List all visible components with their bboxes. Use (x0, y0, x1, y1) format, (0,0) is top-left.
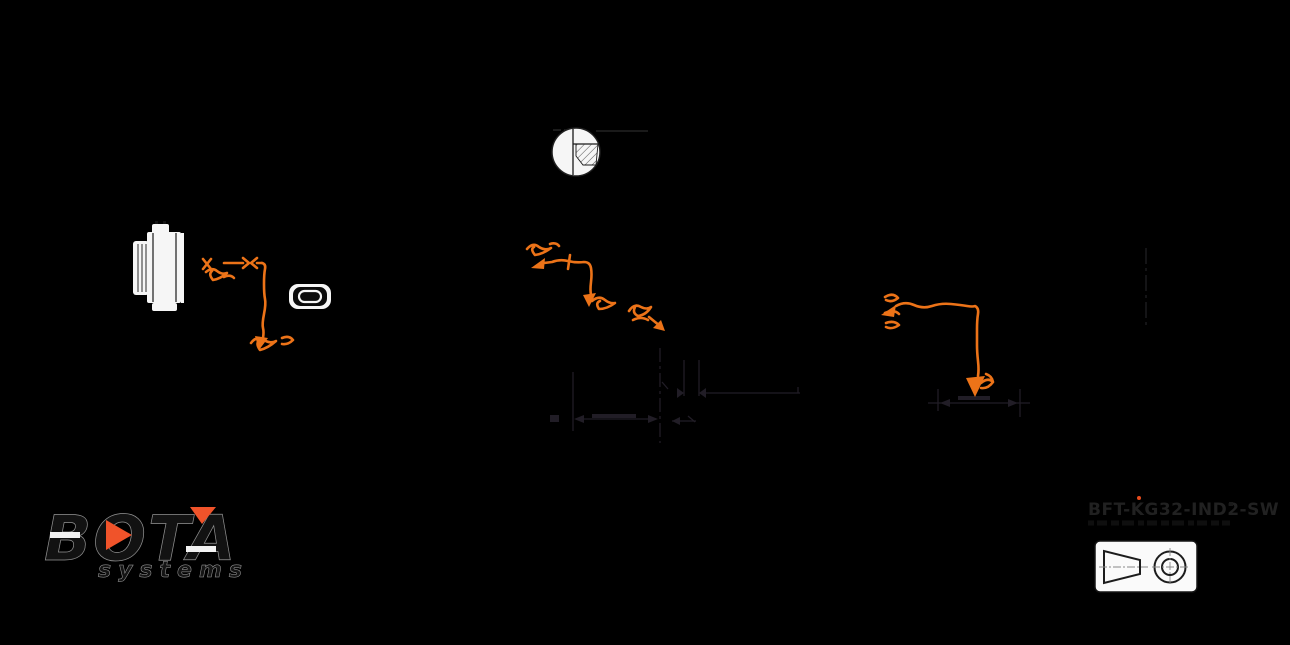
bota-logo: BOTA systems (44, 502, 249, 584)
logo-a-accent (190, 507, 216, 524)
logo-play-triangle-icon (106, 520, 132, 550)
detail-mark (155, 221, 158, 225)
scribble-mark (201, 257, 213, 271)
hatched-section (575, 143, 599, 166)
title-block: BFT-KG32-IND2-SW (1088, 500, 1279, 526)
tick-mark (687, 415, 696, 423)
tick-mark (661, 381, 669, 390)
scribble-text (627, 304, 653, 322)
left-connector-callout (201, 256, 295, 352)
logo-tagline: systems (98, 558, 249, 583)
connector-knurl-nut (133, 241, 149, 295)
leader (542, 258, 593, 297)
dim-text-smudge (550, 415, 559, 422)
detail-mark (163, 221, 166, 225)
tick (566, 253, 572, 271)
scribble-text (249, 335, 295, 352)
redline-dot (1137, 496, 1141, 500)
arrowhead (677, 388, 684, 398)
arrowhead (940, 399, 950, 407)
logo-b-highlight (50, 532, 80, 538)
part-number-text: BFT-KG32-IND2-SW (1088, 500, 1279, 520)
mid-right-callout (627, 304, 665, 331)
usb-c-port-icon (289, 284, 331, 309)
connector-bottom-tab (152, 303, 177, 311)
dim-text-smudge (592, 414, 636, 418)
arrowhead (531, 258, 545, 269)
mating-face-edge (181, 233, 184, 303)
cone-side-view (1103, 549, 1141, 585)
dimension-arrowheads (550, 388, 1018, 425)
scribble-text (204, 267, 236, 282)
arrowhead (648, 415, 658, 423)
mid-left-callout (525, 242, 617, 311)
connector-body (147, 232, 181, 303)
scribble-text (525, 242, 561, 257)
arrowhead (1008, 399, 1018, 407)
scribble-text (590, 296, 617, 311)
logo-a-highlight (186, 546, 216, 552)
dim-text-smudge (958, 396, 990, 400)
arrowhead (966, 376, 985, 397)
leader (894, 301, 980, 378)
arrowhead (574, 415, 584, 423)
right-callout (881, 293, 995, 397)
arrowhead (672, 417, 680, 425)
superscript-mark (1229, 502, 1233, 506)
leader-vertical (260, 261, 267, 340)
section-detail-icon (551, 127, 648, 177)
dimension-linework (572, 248, 1147, 443)
arrow-pair (241, 256, 264, 270)
arrowhead (583, 293, 596, 307)
redline-annotations (201, 242, 1141, 500)
arrowhead (699, 388, 706, 398)
usb-tongue (297, 289, 323, 304)
m8-connector-icon (133, 221, 184, 311)
arrowhead (881, 305, 896, 317)
third-angle-projection-icon (1094, 540, 1198, 593)
scribble-text (979, 372, 995, 390)
arrowhead (653, 320, 665, 331)
connector-top-tab (152, 224, 169, 234)
